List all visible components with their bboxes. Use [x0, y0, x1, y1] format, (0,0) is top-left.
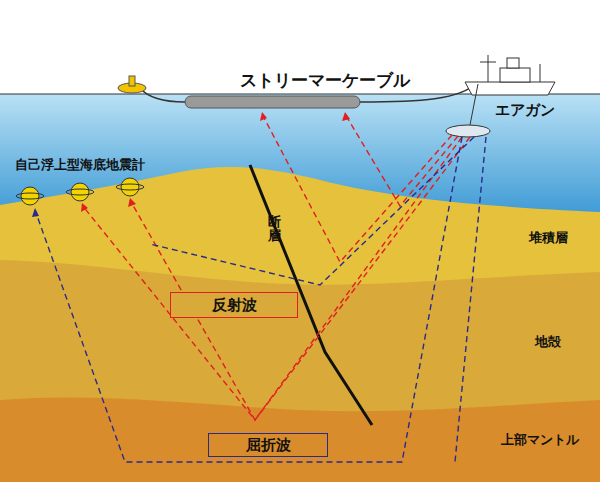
refracted-wave-box: 屈折波	[208, 433, 328, 457]
layer-label: 堆積層	[529, 229, 568, 247]
refraction-rays	[35, 137, 486, 462]
cable-label: ストリーマーケーブル	[240, 69, 410, 92]
sediment-layer	[0, 167, 600, 482]
reflected-wave-box: 反射波	[170, 292, 298, 318]
airgun	[446, 125, 490, 137]
box-text: 屈折波	[246, 436, 291, 455]
box-text: 反射波	[212, 296, 257, 315]
streamer-cable	[185, 96, 360, 108]
airgun-tow	[470, 84, 478, 125]
ocean-bottom-seismometers	[16, 178, 144, 205]
buoy-mast	[129, 76, 135, 86]
fault-label: 断層	[268, 215, 281, 244]
obs-label: 自己浮上型海底地震計	[15, 156, 145, 174]
layer-label: 地殻	[535, 333, 561, 351]
layer-label: 上部マントル	[501, 431, 579, 449]
mantle-layer	[0, 397, 600, 482]
ship	[465, 55, 555, 95]
airgun-label: エアガン	[495, 101, 555, 120]
